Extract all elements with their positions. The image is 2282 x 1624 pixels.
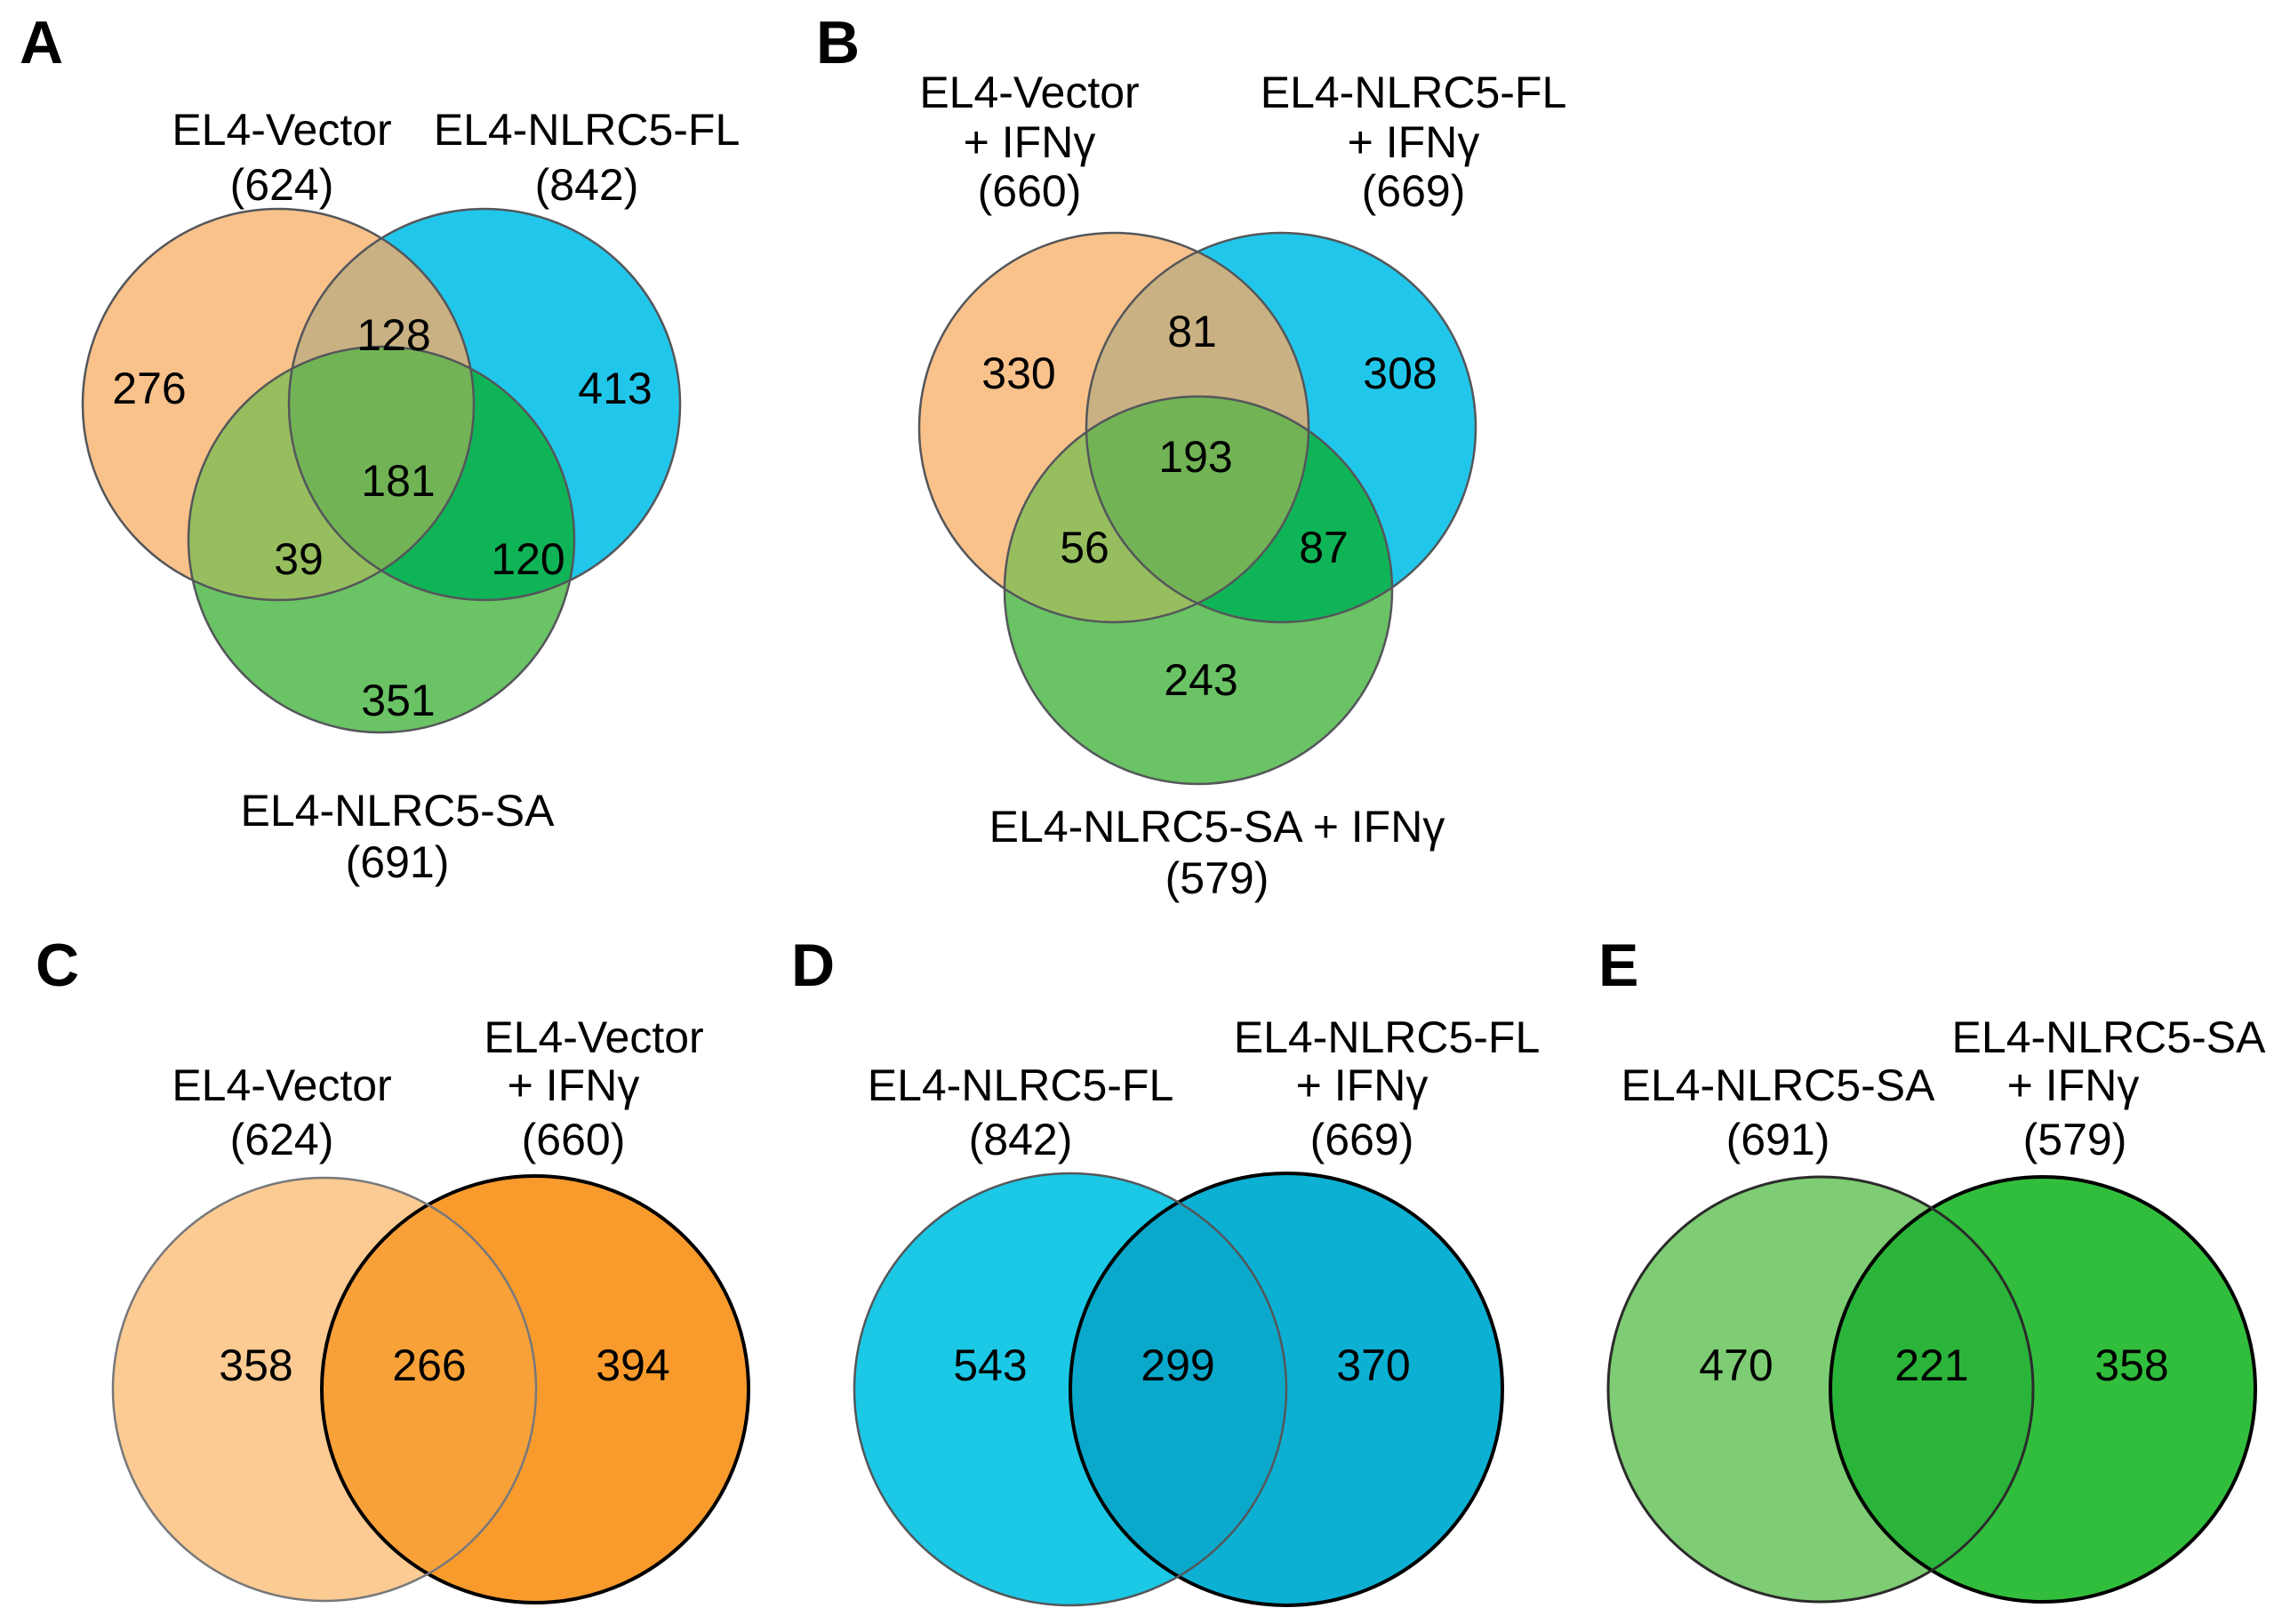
- set-count-vector-ifng: (660): [521, 1115, 626, 1164]
- venn-region-count: 266: [392, 1340, 467, 1390]
- set-label-vector-ifng-line2: + IFNγ: [507, 1060, 640, 1110]
- venn-region-count: 193: [1158, 432, 1233, 482]
- venn-outline-vector-ifng: [320, 1174, 750, 1604]
- set-label-nlrc5fl: EL4-NLRC5-FL: [433, 105, 741, 155]
- venn-region-overlap: [1830, 1177, 2033, 1602]
- venn-region-triple: [1086, 396, 1309, 622]
- venn-region-count: 413: [578, 364, 653, 413]
- set-label-nlrc5fl: EL4-NLRC5-FL: [867, 1060, 1174, 1110]
- venn2-d-diagram: [853, 1172, 1504, 1607]
- venn-region-overlap: [1070, 1173, 1286, 1605]
- venn-region-triple: [289, 347, 474, 600]
- venn-outline-vector: [111, 1176, 538, 1603]
- venn-outline-nlrc5sa-ifng: [1829, 1175, 2257, 1604]
- venn-region-count: 39: [274, 534, 324, 584]
- set-label-nlrc5fl-ifng: EL4-NLRC5-FL: [1233, 1012, 1541, 1062]
- venn-region-count: 299: [1141, 1340, 1215, 1390]
- set-count-nlrc5fl: (842): [968, 1115, 1073, 1164]
- venn-outline-nlrc5fl: [853, 1172, 1288, 1607]
- set-label-vector: EL4-Vector: [172, 105, 392, 155]
- venn-region-overlap: [322, 1178, 536, 1601]
- venn-region-count: 81: [1167, 307, 1217, 356]
- set-label-nlrc5fl-ifng: EL4-NLRC5-FL: [1260, 68, 1567, 117]
- panel-d: D EL4-NLRC5-FL (842) EL4-NLRC5-FL + IFNγ…: [782, 932, 1540, 1624]
- venn-outline-nlrc5sa: [187, 345, 576, 734]
- venn-outline-nlrc5fl-ifng: [1069, 1172, 1504, 1607]
- venn-region-count: 120: [491, 534, 565, 584]
- set-label-vector: EL4-Vector: [172, 1060, 392, 1110]
- set-label-nlrc5sa-ifng: EL4-NLRC5-SA: [1951, 1012, 2266, 1062]
- venn-region-count: 243: [1164, 655, 1238, 705]
- set-label-vector-ifng-line2: + IFNγ: [963, 117, 1096, 167]
- venn-region-count: 358: [219, 1340, 293, 1390]
- venn3-a-diagram: [81, 207, 682, 734]
- set-label-vector-ifng: EL4-Vector: [484, 1012, 704, 1062]
- venn-region-count: 128: [356, 310, 431, 360]
- set-count-nlrc5fl: (842): [534, 160, 639, 210]
- set-count-vector: (624): [229, 160, 334, 210]
- venn-region-count: 308: [1363, 348, 1437, 398]
- set-label-nlrc5sa-ifng: EL4-NLRC5-SA + IFNγ: [989, 802, 1445, 852]
- venn-outline-vector-ifng: [917, 231, 1310, 624]
- set-label-vector-ifng: EL4-Vector: [919, 68, 1140, 117]
- venn-outline-nlrc5sa: [1606, 1175, 2035, 1604]
- venn2-e-diagram: [1606, 1175, 2257, 1604]
- venn-outline-nlrc5fl: [287, 207, 682, 602]
- venn-region-count: 276: [112, 364, 187, 413]
- venn-region-count: 181: [361, 456, 436, 506]
- venn-region-count: 358: [2094, 1340, 2169, 1390]
- venn-region-count: 330: [981, 348, 1056, 398]
- venn-region-count: 221: [1894, 1340, 1969, 1390]
- panel-d-letter: D: [791, 932, 836, 999]
- set-label-nlrc5sa: EL4-NLRC5-SA: [240, 786, 555, 836]
- panel-e: E EL4-NLRC5-SA (691) EL4-NLRC5-SA + IFNγ…: [1511, 933, 2282, 1624]
- venn-region-count: 543: [953, 1340, 1028, 1390]
- venn-region-count: 370: [1336, 1340, 1411, 1390]
- set-count-nlrc5fl-ifng: (669): [1361, 166, 1466, 216]
- set-count-nlrc5sa-ifng: (579): [2022, 1115, 2127, 1164]
- set-count-vector: (624): [229, 1115, 334, 1164]
- panel-b: B EL4-Vector +: [782, 0, 1566, 933]
- set-label-nlrc5fl-ifng-line2: + IFNγ: [1347, 117, 1480, 167]
- venn-region-count: 394: [596, 1340, 670, 1390]
- set-count-nlrc5sa: (691): [345, 837, 450, 887]
- panel-a-letter: A: [20, 9, 64, 76]
- panel-c: C EL4-Vector (624) EL4-Vector + IFNγ (66…: [0, 933, 782, 1624]
- venn3-b-diagram: [917, 231, 1477, 786]
- set-label-nlrc5fl-ifng-line2: + IFNγ: [1295, 1060, 1429, 1110]
- set-label-nlrc5sa-ifng-line2: + IFNγ: [2006, 1060, 2140, 1110]
- set-label-nlrc5sa: EL4-NLRC5-SA: [1621, 1060, 1935, 1110]
- venn-outline-nlrc5fl-ifng: [1085, 231, 1477, 624]
- set-count-nlrc5fl-ifng: (669): [1309, 1115, 1414, 1164]
- venn-outline-nlrc5sa-ifng: [1003, 395, 1394, 786]
- panel-a: A EL4-Vector (: [0, 0, 782, 933]
- venn2-c-diagram: [111, 1174, 750, 1604]
- venn-region-count: 56: [1060, 523, 1109, 572]
- venn-region-count: 470: [1699, 1340, 1774, 1390]
- venn-region-count: 351: [361, 676, 436, 725]
- panel-c-letter: C: [36, 932, 80, 999]
- venn-region-count: 87: [1299, 523, 1349, 572]
- venn-outline-vector: [81, 207, 476, 602]
- panel-e-letter: E: [1598, 932, 1639, 999]
- set-count-vector-ifng: (660): [977, 166, 1082, 216]
- set-count-nlrc5sa: (691): [1726, 1115, 1830, 1164]
- set-count-nlrc5sa-ifng: (579): [1165, 853, 1269, 903]
- panel-b-letter: B: [816, 9, 861, 76]
